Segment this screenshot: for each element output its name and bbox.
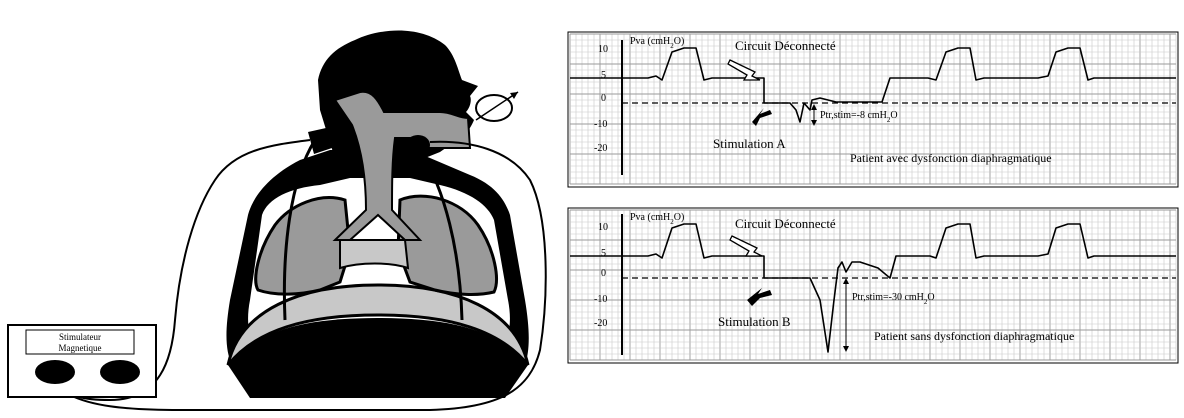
panel-b: 10 5 0 -10 -20 Pva (cmH2O) Circuit Décon… [567,207,1179,364]
panel-b-tick-m20: -20 [594,318,607,329]
panel-b-grid [569,209,1177,361]
stimulator-label-line1: Stimulateur [59,332,101,342]
panel-b-tick-5: 5 [601,248,606,259]
stimulator-knob-left[interactable] [35,360,75,384]
panel-a-circuit-label: Circuit Déconnecté [735,38,836,53]
panel-a-y-label: Pva (cmH2O) [630,36,684,50]
airway [332,90,472,241]
panel-a-grid [569,33,1177,185]
panel-b-stimulation-label: Stimulation B [718,314,791,329]
panel-b-tick-m10: -10 [594,294,607,305]
abdomen [228,318,528,398]
panel-a-tick-m10: -10 [594,119,607,130]
left-coil-icon [308,128,332,154]
panel-a-stimulation-arrow [752,108,772,126]
mediastinum [339,239,410,270]
panel-b-circuit-arrow [729,235,763,257]
panel-b-stimulation-arrow [747,288,772,306]
panel-b-ptr-label: Ptr,stim=-30 cmH2O [852,292,935,306]
panel-a-tick-10: 10 [598,44,608,55]
panel-a-trace [570,47,1176,123]
panel-a-tick-m20: -20 [594,143,607,154]
panel-a-stimulation-label: Stimulation A [713,136,786,151]
stimulator-cable [72,139,311,402]
panel-b-tick-10: 10 [598,222,608,233]
panel-b-trace [570,223,1176,353]
magnetic-stimulator: Stimulateur Magnetique [7,324,157,398]
right-coil-icon [406,135,430,155]
panel-a-tick-0: 0 [601,93,606,104]
patient-illustration [69,30,547,411]
panel-b-tick-0: 0 [601,268,606,279]
stimulator-label-line2: Magnetique [59,343,102,353]
coil-cable [69,140,547,411]
panel-a-ptr-label: Ptr,stim=-8 cmH2O [820,110,898,124]
panel-a-circuit-arrow [727,59,761,81]
panel-a-tick-5: 5 [601,70,606,81]
panel-b-circuit-label: Circuit Déconnecté [735,216,836,231]
left-lung [254,196,352,296]
panel-a: 10 5 0 -10 -20 Pva (cmH2O) Circuit Décon… [567,31,1179,188]
stimulator-knob-right[interactable] [100,360,140,384]
panel-b-y-label: Pva (cmH2O) [630,212,684,226]
panel-a-caption: Patient avec dysfonction diaphragmatique [850,151,1052,165]
panel-b-caption: Patient sans dysfonction diaphragmatique [874,329,1074,343]
